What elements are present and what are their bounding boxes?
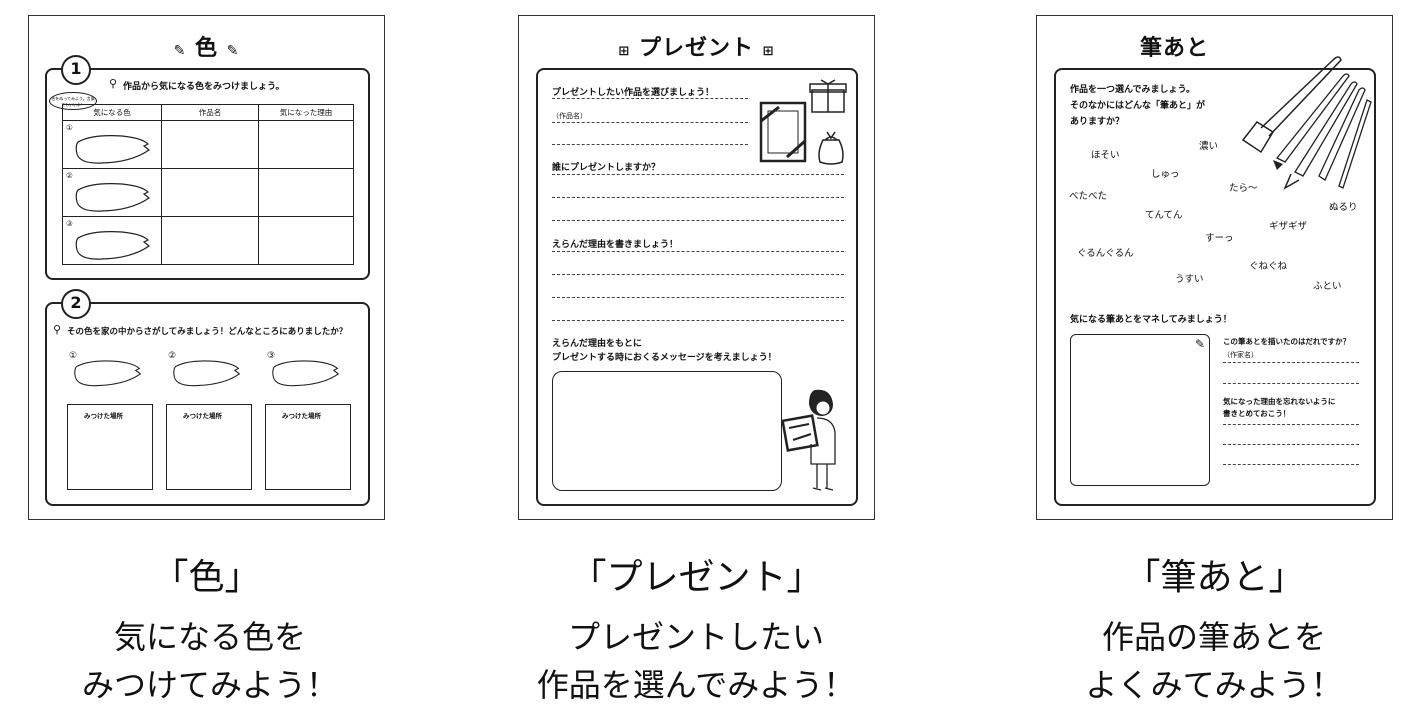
caption-line2-color: みつけてみよう！ [81, 666, 338, 704]
magnifier-icon: ⚲ [109, 77, 118, 90]
found-blob-2[interactable] [170, 356, 242, 390]
gift-box-icon [809, 79, 847, 113]
gift-icon: ⊞ [762, 44, 775, 59]
section-1-prompt: 作品から気になる色をみつけましょう。 [123, 82, 285, 92]
who-question: この筆あとを描いたのはだれですか？ [1223, 337, 1351, 346]
word-tenten: てんてん [1145, 210, 1183, 221]
word-futoi: ふとい [1313, 281, 1342, 292]
q-message-line2: プレゼントする時におくるメッセージを考えましょう！ [552, 353, 777, 363]
brush-icon: ✎ [226, 43, 240, 59]
q-who: 誰にプレゼントしますか？ [552, 163, 661, 173]
word-koi: 濃い [1199, 141, 1219, 152]
found-blob-1[interactable] [71, 356, 143, 390]
caption-line1-brushstroke: 作品の筆あとを [1101, 618, 1326, 656]
color-blob-1[interactable] [72, 132, 152, 166]
word-suu: すーっ [1205, 233, 1234, 244]
word-nururi: ぬるり [1329, 202, 1358, 213]
found-place-box-2[interactable]: みつけた場所 [166, 404, 252, 490]
brushes-icon [1241, 56, 1372, 190]
q-reason: えらんだ理由を書きましょう！ [552, 240, 679, 250]
caption-title-brushstroke: 「筆あと」 [1124, 557, 1305, 598]
sheet-title: 筆あと [1139, 36, 1209, 61]
reason-question-2: 書きとめておこう！ [1223, 409, 1291, 418]
word-shu: しゅっ [1151, 169, 1180, 180]
word-hosoi: ほそい [1091, 150, 1120, 161]
gift-bag-icon [818, 131, 844, 165]
work-name-line[interactable] [552, 122, 748, 123]
present-panel [536, 68, 858, 506]
caption-title-present: 「プレゼント」 [570, 557, 823, 598]
worksheet-brushstroke: 筆あと 作品を一つ選んでみましょう。 そのなかにはどんな「筆あと」が ありますか… [1036, 15, 1393, 520]
reason-question-1: 気になった理由を忘れないように [1223, 397, 1336, 406]
found-place-box-1[interactable]: みつけた場所 [67, 404, 153, 490]
intro-line-2: そのなかにはどんな「筆あと」が [1070, 101, 1206, 111]
word-gunegune: ぐねぐね [1249, 261, 1288, 272]
mimic-drawing-box[interactable]: ✎ [1070, 334, 1210, 486]
pencil-icon: ✎ [1194, 337, 1205, 351]
section-1-number: 1 [61, 55, 91, 85]
person-holding-picture-icon [781, 389, 836, 491]
crayon-icon: ✎ [173, 43, 187, 59]
found-blob-3[interactable] [269, 356, 341, 390]
worksheet-present: ⊞ プレゼント ⊞ プレゼントしたい作品を選びましょう！ （作品名） 誰にプレゼ… [518, 15, 875, 520]
header-work: 作品名 [161, 104, 259, 121]
worksheet-color: ✎ 色 ✎ 1 ⚲ 作品から気になる色をみつけましょう。 色をぬってみよう。言葉… [28, 15, 385, 520]
intro-line-1: 作品を一つ選んでみましょう。 [1070, 85, 1196, 95]
caption-line2-brushstroke: よくみてみよう！ [1085, 666, 1343, 704]
sheet-title: ✎ 色 ✎ [173, 36, 240, 61]
message-box[interactable] [552, 371, 782, 491]
section-1-panel [45, 68, 370, 280]
header-reason: 気になった理由 [258, 104, 354, 121]
word-gizagiza: ギザギザ [1269, 221, 1308, 232]
word-gurunguru: ぐるんぐるん [1077, 248, 1134, 259]
section-2-panel [45, 302, 370, 506]
word-tara: たら～ [1229, 183, 1258, 194]
q-choose-work: プレゼントしたい作品を選びましょう！ [552, 88, 715, 98]
table-row: ③ [62, 216, 354, 265]
section-2-prompt: その色を家の中からさがしてみましょう！どんなところにありましたか？ [67, 327, 348, 337]
header-color: 気になる色 [62, 104, 162, 121]
caption-line2-present: 作品を選んでみよう！ [536, 666, 856, 704]
found-place-box-3[interactable]: みつけた場所 [265, 404, 351, 490]
color-blob-3[interactable] [72, 228, 152, 262]
work-name-label: （作品名） [552, 112, 587, 120]
gift-icon: ⊞ [618, 44, 631, 59]
q-message-line1: えらんだ理由をもとに [552, 339, 642, 349]
caption-line1-color: 気になる色を [113, 618, 306, 656]
sheet-title: ⊞ プレゼント ⊞ [618, 36, 775, 61]
section-2-number: 2 [61, 289, 91, 319]
color-table: 気になる色 作品名 気になった理由 ① ② ③ [62, 104, 354, 265]
intro-line-3: ありますか？ [1070, 117, 1125, 127]
brushstroke-panel [1054, 68, 1376, 506]
color-blob-2[interactable] [72, 180, 152, 214]
caption-title-color: 「色」 [152, 557, 261, 598]
table-row: ① [62, 120, 354, 169]
word-usui: うすい [1175, 274, 1204, 285]
caption-line1-present: プレゼントしたい [567, 618, 824, 656]
magnifier-icon: ⚲ [53, 323, 62, 336]
artist-label: （作家名） [1223, 351, 1258, 359]
word-betabeta: べたべた [1069, 191, 1108, 202]
framed-picture-icon [759, 101, 807, 163]
mimic-prompt: 気になる筆あとをマネしてみましょう！ [1070, 315, 1232, 325]
artist-line[interactable] [1223, 362, 1359, 363]
